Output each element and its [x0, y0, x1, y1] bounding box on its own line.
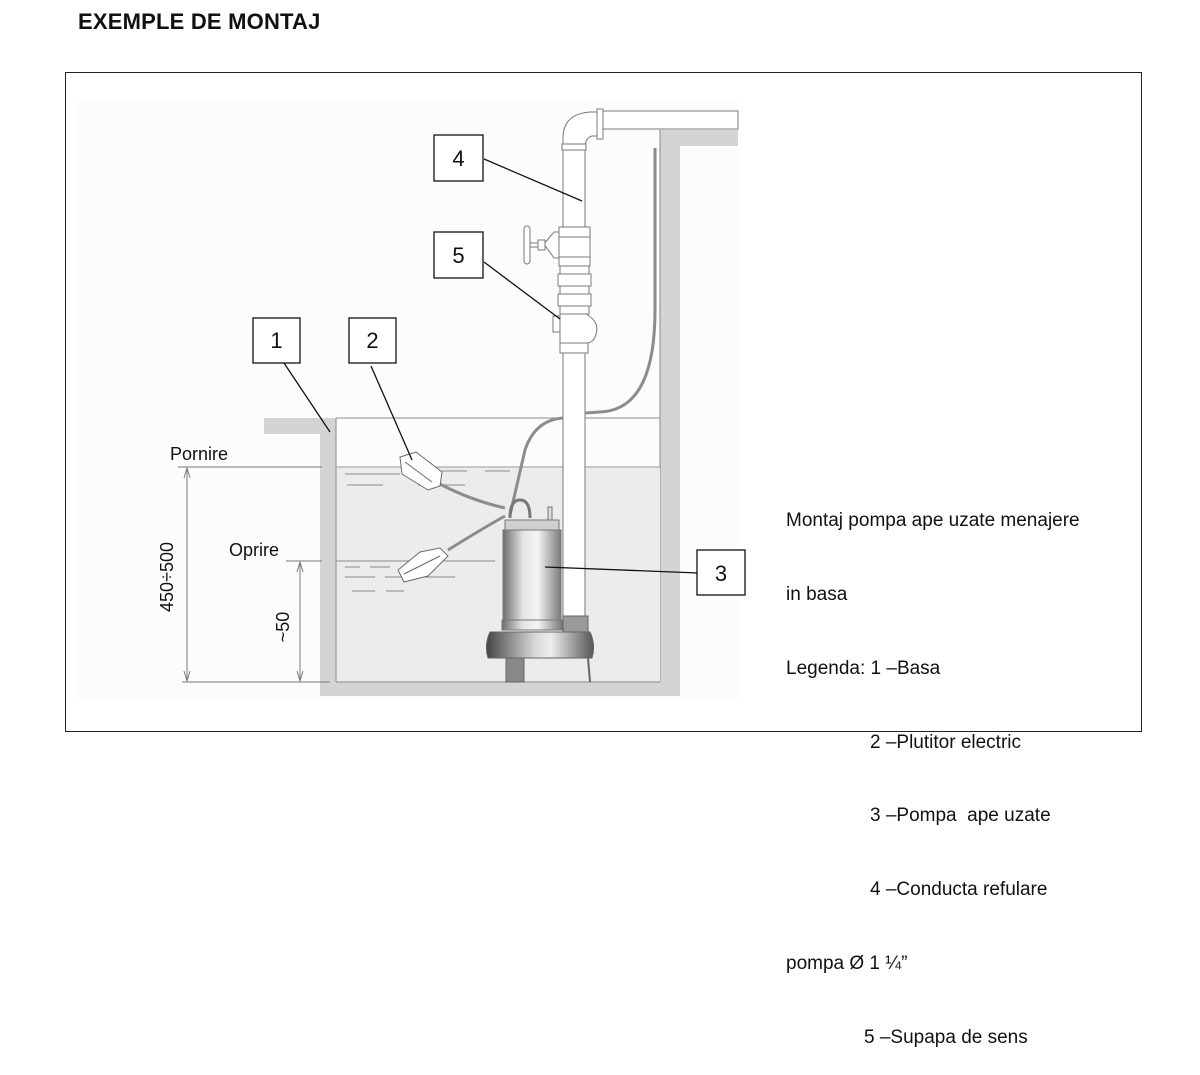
legend-item-1: Legenda: 1 –Basa — [786, 657, 941, 679]
installation-diagram: Pornire Oprire 450÷500 ~50 1 2 3 4 5 — [157, 108, 746, 696]
callout-1-number: 1 — [270, 328, 282, 353]
callout-3: 3 — [696, 549, 746, 596]
legend: Montaj pompa ape uzate menajere in basa … — [786, 460, 1080, 1075]
start-height-dimension: 450÷500 — [157, 542, 177, 612]
legend-item-3: 3 –Pompa ape uzate — [870, 805, 1051, 827]
diagram-frame — [65, 72, 1142, 732]
legend-caption-line-2: in basa — [786, 583, 848, 605]
legend-item-2: 2 –Plutitor electric — [870, 731, 1022, 753]
callout-3-number: 3 — [715, 561, 727, 586]
float-switch-lower — [397, 547, 449, 583]
callout-5: 5 — [433, 231, 484, 279]
float-cables — [439, 482, 506, 552]
power-cable — [508, 148, 657, 516]
callout-2-number: 2 — [366, 328, 378, 353]
stop-level-label: Oprire — [229, 540, 279, 560]
float-switch-upper — [399, 451, 443, 491]
start-level-label: Pornire — [170, 444, 228, 464]
page-title: EXEMPLE DE MONTAJ — [78, 9, 321, 34]
legend-caption-line-1: Montaj pompa ape uzate menajere — [786, 510, 1080, 532]
callout-4-number: 4 — [452, 146, 464, 171]
legend-item-4-continuation: pompa Ø 1 ¼” — [786, 952, 908, 974]
callout-2: 2 — [348, 317, 397, 364]
legend-item-5: 5 –Supapa de sens — [864, 1026, 1028, 1048]
callout-leaders — [283, 158, 699, 574]
legend-item-4: 4 –Conducta refulare — [870, 879, 1048, 901]
callout-1: 1 — [252, 317, 301, 364]
building-wall — [659, 130, 738, 696]
dimension-lines — [178, 466, 330, 683]
submersible-pump — [485, 498, 595, 683]
callout-5-number: 5 — [452, 243, 464, 268]
basin — [264, 417, 680, 696]
gate-valve — [523, 225, 591, 267]
check-valve — [552, 265, 598, 354]
stop-height-dimension: ~50 — [273, 612, 293, 643]
callout-4: 4 — [433, 134, 484, 182]
